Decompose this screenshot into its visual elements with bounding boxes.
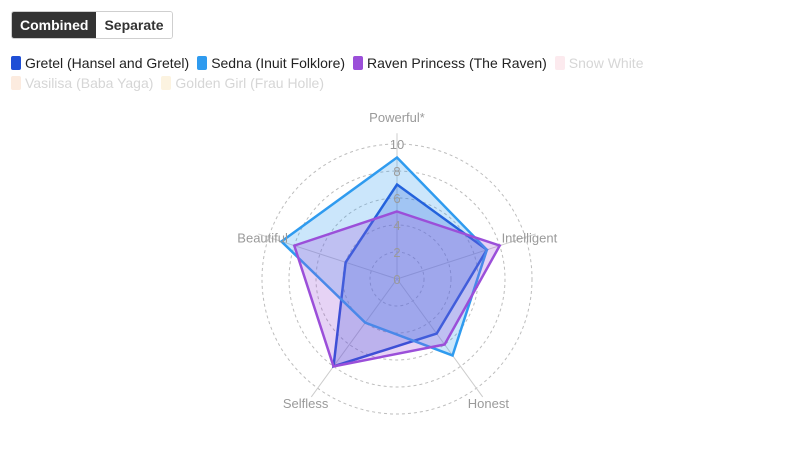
axis-label: Selfless bbox=[283, 396, 329, 411]
combined-view-button[interactable]: Combined bbox=[12, 12, 97, 38]
legend-item[interactable]: Golden Girl (Frau Holle) bbox=[161, 74, 324, 92]
grid-circle bbox=[261, 143, 533, 415]
axis-line bbox=[310, 278, 398, 398]
axis-label: Powerful* bbox=[369, 110, 425, 125]
chart-legend: Gretel (Hansel and Gretel) Sedna (Inuit F… bbox=[11, 54, 701, 92]
legend-swatch bbox=[554, 56, 565, 70]
axis-line bbox=[396, 233, 536, 280]
legend-label: Raven Princess (The Raven) bbox=[367, 55, 547, 71]
tick-label: 0 bbox=[393, 272, 400, 287]
legend-swatch bbox=[353, 56, 364, 70]
axis-label: Honest bbox=[468, 396, 510, 411]
tick-label: 6 bbox=[393, 191, 400, 206]
axis-line bbox=[396, 278, 484, 398]
legend-item[interactable]: Sedna (Inuit Folklore) bbox=[197, 54, 345, 72]
series-polygon bbox=[279, 155, 489, 358]
series-polygon bbox=[332, 182, 489, 369]
legend-label: Sedna (Inuit Folklore) bbox=[211, 55, 346, 71]
legend-label: Gretel (Hansel and Gretel) bbox=[25, 55, 190, 71]
legend-swatch bbox=[197, 56, 208, 70]
axis-label: Beautiful bbox=[237, 230, 288, 245]
axis-label: Intelligent bbox=[502, 230, 558, 245]
tick-label: 2 bbox=[393, 245, 400, 260]
legend-swatch bbox=[161, 76, 172, 90]
tick-label: 10 bbox=[390, 137, 404, 152]
separate-view-button[interactable]: Separate bbox=[96, 12, 172, 38]
legend-swatch bbox=[11, 76, 21, 90]
view-toggle: Combined Separate bbox=[11, 11, 173, 39]
series-polygon bbox=[292, 210, 502, 368]
legend-label: Golden Girl (Frau Holle) bbox=[175, 75, 325, 91]
legend-item[interactable]: Snow White bbox=[554, 54, 644, 72]
legend-label: Snow White bbox=[568, 55, 644, 71]
tick-label: 4 bbox=[393, 218, 400, 233]
legend-label: Vasilisa (Baba Yaga) bbox=[25, 75, 154, 91]
legend-item[interactable]: Vasilisa (Baba Yaga) bbox=[11, 74, 153, 92]
legend-item[interactable]: Gretel (Hansel and Gretel) bbox=[11, 54, 189, 72]
grid-circle bbox=[288, 170, 506, 388]
legend-item[interactable]: Raven Princess (The Raven) bbox=[353, 54, 547, 72]
legend-swatch bbox=[11, 56, 21, 70]
tick-label: 8 bbox=[393, 164, 400, 179]
